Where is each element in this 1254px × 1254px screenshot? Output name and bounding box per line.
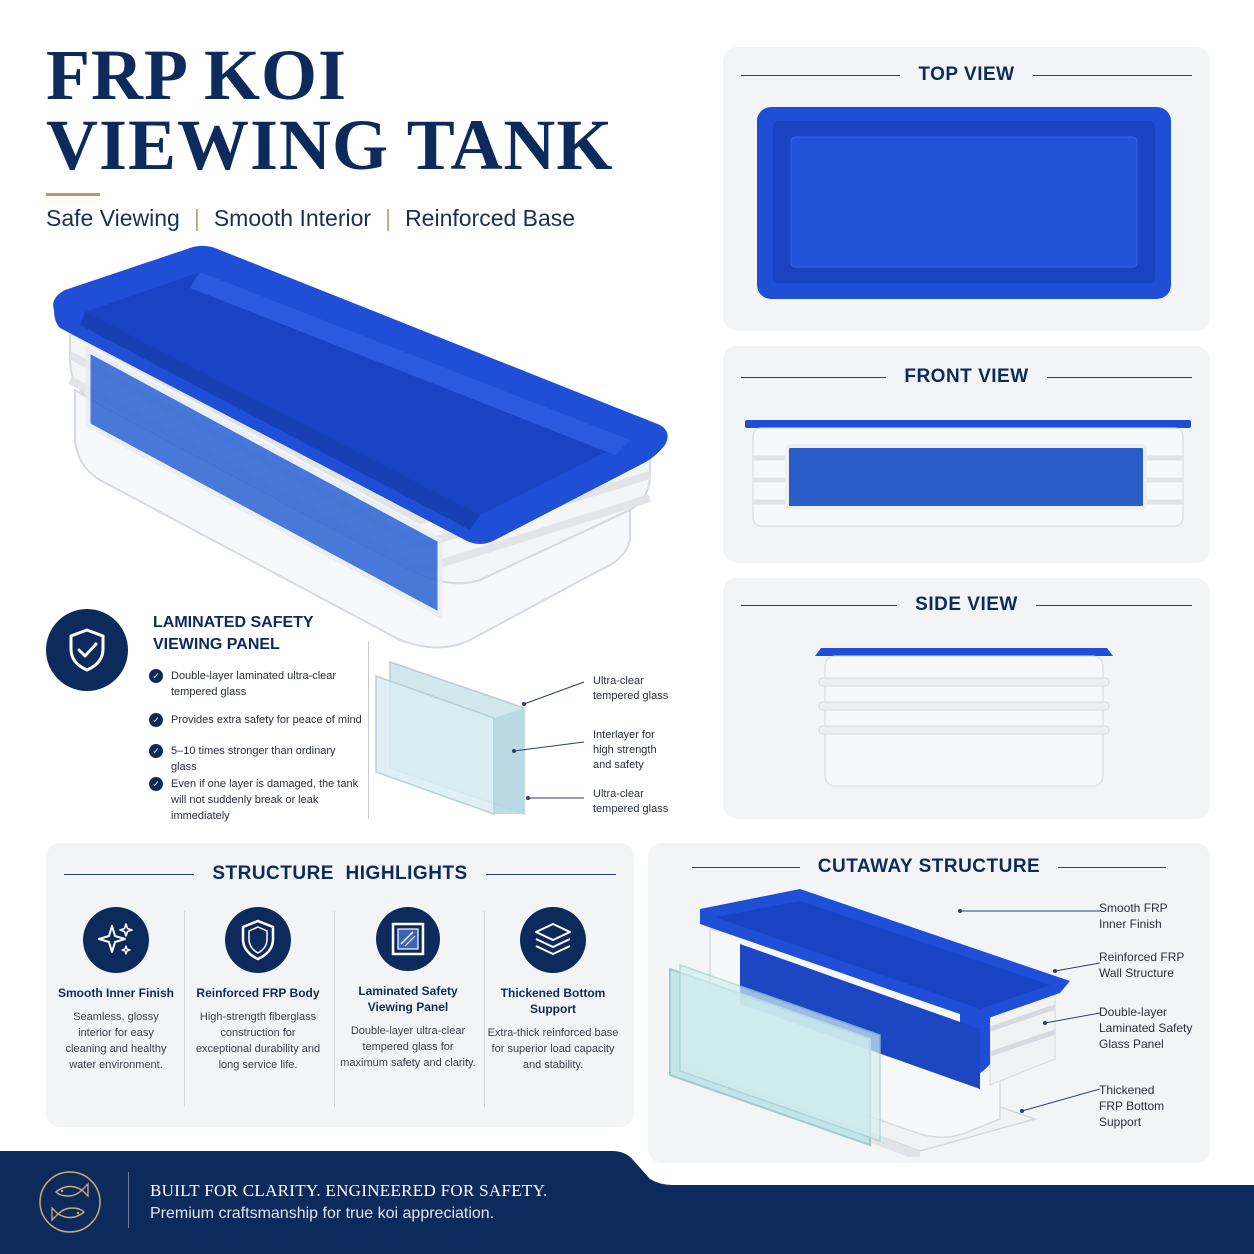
top-view-header: TOP VIEW xyxy=(723,64,1210,86)
hero-tank-illustration xyxy=(53,245,668,649)
layers-icon xyxy=(535,923,571,955)
glass-panel-icon xyxy=(391,922,425,956)
shield-check-icon xyxy=(69,628,105,672)
footer-divider xyxy=(128,1172,129,1228)
front-view-title: FRONT VIEW xyxy=(904,366,1029,387)
cutaway-header: CUTAWAY STRUCTURE xyxy=(648,856,1210,878)
page-title: FRP KOI VIEWING TANK xyxy=(46,35,686,185)
side-view-tank xyxy=(815,648,1113,787)
subtitle-item-reinforced-base: Reinforced Base xyxy=(405,205,576,231)
subtitle-separator: | xyxy=(385,205,392,231)
feature-laminated-safety-panel: Laminated Safety Viewing Panel Double-la… xyxy=(338,843,478,1071)
footer-banner xyxy=(0,1151,1254,1254)
top-view-title: TOP VIEW xyxy=(918,64,1015,85)
feature-thickened-bottom-support: Thickened Bottom Support Extra-thick rei… xyxy=(486,843,620,1073)
subtitle: Safe Viewing | Smooth Interior | Reinfor… xyxy=(46,205,575,232)
shield-icon xyxy=(241,919,275,961)
check-icon: ✓ xyxy=(149,744,163,758)
check-icon: ✓ xyxy=(149,777,163,791)
cutaway-tank-illustration xyxy=(669,889,1100,1157)
shield-check-badge xyxy=(46,609,128,691)
structure-highlights-header: STRUCTURE HIGHLIGHTS xyxy=(46,863,634,885)
structure-highlights-card: STRUCTURE HIGHLIGHTS Smooth Inner Finish… xyxy=(46,843,634,1127)
subtitle-separator: | xyxy=(193,205,200,231)
feature-smooth-inner-finish: Smooth Inner Finish Seamless, glossy int… xyxy=(46,843,186,1073)
cutaway-label-inner-finish: Smooth FRP Inner Finish xyxy=(1099,901,1168,931)
front-view-tank xyxy=(745,420,1191,527)
cutaway-label-wall-structure: Reinforced FRP Wall Structure xyxy=(1099,950,1185,980)
laminated-bullet: ✓ Provides extra safety for peace of min… xyxy=(149,712,364,728)
glass-label-inner: Ultra-clear tempered glass xyxy=(593,788,669,815)
laminated-panel-title: LAMINATED SAFETY VIEWING PANEL xyxy=(153,614,314,653)
side-view-card: SIDE VIEW xyxy=(723,578,1210,819)
koi-fish-logo xyxy=(39,1171,101,1233)
sparkle-icon xyxy=(98,923,133,955)
laminated-divider xyxy=(368,641,369,819)
side-view-title: SIDE VIEW xyxy=(915,594,1018,615)
title-line-1: FRP KOI xyxy=(46,35,348,115)
laminated-bullet: ✓ Double-layer laminated ultra-clear tem… xyxy=(149,668,364,700)
glass-label-interlayer: Interlayer for high strength and safety xyxy=(593,729,657,771)
front-view-header: FRONT VIEW xyxy=(723,366,1210,388)
side-view-header: SIDE VIEW xyxy=(723,594,1210,616)
laminated-bullet: ✓ Even if one layer is damaged, the tank… xyxy=(149,776,364,824)
laminated-glass-diagram xyxy=(375,660,585,816)
title-line-2: VIEWING TANK xyxy=(46,105,614,185)
glass-label-outer: Ultra-clear tempered glass xyxy=(593,675,669,702)
cutaway-title: CUTAWAY STRUCTURE xyxy=(817,856,1041,877)
front-view-card: FRONT VIEW xyxy=(723,346,1210,563)
check-icon: ✓ xyxy=(149,669,163,683)
top-view-tank xyxy=(757,107,1171,299)
structure-highlights-title: STRUCTURE HIGHLIGHTS xyxy=(212,863,468,884)
subtitle-item-safe-viewing: Safe Viewing xyxy=(46,205,180,231)
cutaway-label-glass-panel: Double-layer Laminated Safety Glass Pane… xyxy=(1099,1005,1193,1051)
top-view-card: TOP VIEW xyxy=(723,47,1210,331)
cutaway-structure-card: CUTAWAY STRUCTURE Smooth FRP Inner Finis… xyxy=(648,843,1210,1163)
feature-reinforced-frp-body: Reinforced FRP Body High-strength fiberg… xyxy=(188,843,328,1073)
laminated-bullet: ✓ 5–10 times stronger than ordinary glas… xyxy=(149,743,364,775)
cutaway-label-bottom-support: Thickened FRP Bottom Support xyxy=(1099,1083,1165,1129)
footer-tagline: BUILT FOR CLARITY. ENGINEERED FOR SAFETY… xyxy=(150,1181,548,1200)
check-icon: ✓ xyxy=(149,713,163,727)
footer-subtagline: Premium craftsmanship for true koi appre… xyxy=(150,1205,495,1222)
title-accent-rule xyxy=(46,193,100,196)
subtitle-item-smooth-interior: Smooth Interior xyxy=(213,205,372,231)
